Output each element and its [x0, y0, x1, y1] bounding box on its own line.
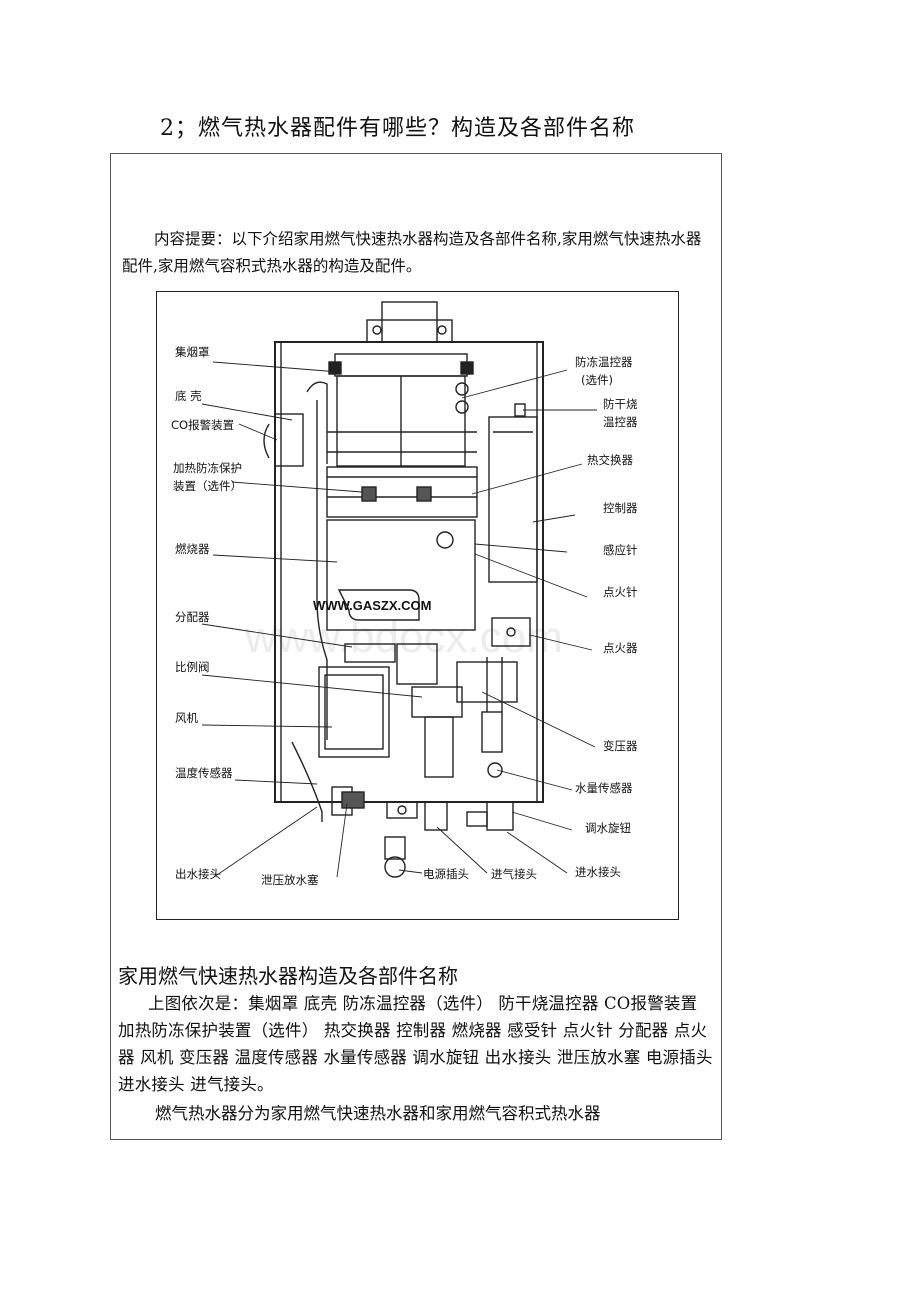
label-jinshui: 进水接头 [575, 865, 621, 879]
label-ganying: 感应针 [603, 543, 638, 557]
label-jiare-1: 加热防冻保护 [173, 461, 242, 475]
label-chushui: 出水接头 [175, 867, 221, 881]
label-shuiliang: 水量传感器 [575, 781, 633, 795]
label-jiare-2: 装置（选件） [173, 479, 242, 493]
section-body: 上图依次是：集烟罩 底壳 防冻温控器（选件） 防干烧温控器 CO报警装置 加热防… [118, 994, 713, 1094]
label-fengji: 风机 [175, 711, 198, 725]
water-heater-diagram: www.bdocx.com [156, 291, 679, 920]
label-jinqi: 进气接头 [491, 867, 537, 881]
footer-line: 燃气热水器分为家用燃气快速热水器和家用燃气容积式热水器 [155, 1104, 601, 1123]
label-kongzhi: 控制器 [603, 501, 638, 515]
label-tiaoshui: 调水旋钮 [585, 821, 631, 835]
label-fangdong-1: 防冻温控器 [575, 355, 633, 369]
diagram-url-text: WWW.GASZX.COM [313, 598, 431, 613]
label-xieya: 泄压放水塞 [261, 873, 319, 887]
label-fanggan-1: 防干烧 [603, 397, 638, 411]
section-title: 家用燃气快速热水器构造及各部件名称 [118, 964, 458, 988]
page-heading: 2；燃气热水器配件有哪些？构造及各部件名称 [160, 116, 635, 141]
label-bilifa: 比例阀 [175, 660, 210, 674]
label-dike: 底 壳 [175, 389, 202, 403]
label-dianyuan: 电源插头 [423, 867, 469, 881]
label-fanggan-2: 温控器 [603, 415, 638, 429]
label-fangdong-2: (选件) [581, 373, 613, 387]
label-dianhuozhen: 点火针 [603, 585, 638, 599]
label-wendu: 温度传感器 [175, 766, 233, 780]
label-fenpeiqi: 分配器 [175, 610, 210, 624]
summary-paragraph: 内容提要：以下介绍家用燃气快速热水器构造及各部件名称,家用燃气快速热水器配件,家… [122, 230, 702, 275]
label-bianya: 变压器 [603, 739, 638, 753]
label-dianhuoqi: 点火器 [603, 641, 638, 655]
label-co-alarm: CO报警装置 [171, 418, 234, 432]
watermark-text: www.bdocx.com [244, 613, 563, 662]
content-frame [110, 153, 722, 1140]
label-ranshaoqi: 燃烧器 [175, 542, 210, 556]
label-rejiao: 热交换器 [587, 453, 633, 467]
label-jiyanzhao: 集烟罩 [175, 345, 210, 359]
